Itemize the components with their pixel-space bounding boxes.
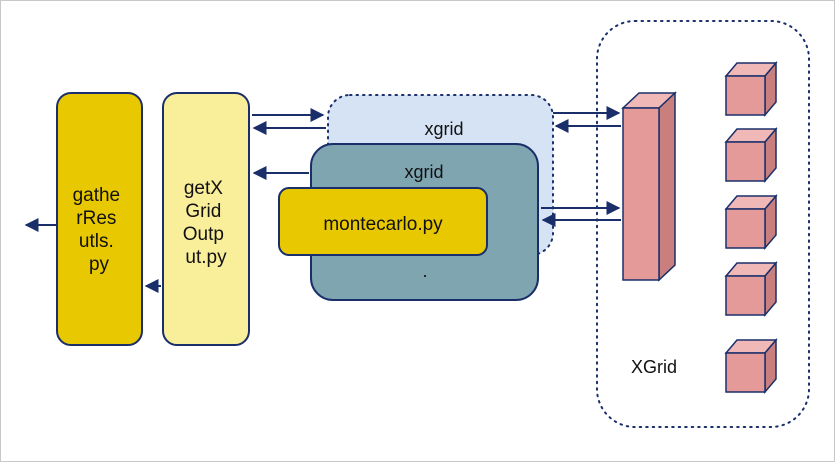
worker-node-4 — [724, 260, 778, 318]
gather-results-box[interactable] — [56, 92, 143, 346]
montecarlo-box[interactable] — [278, 187, 488, 256]
gather-results-label: gathe rRes utls. py — [73, 185, 126, 275]
getxgrid-output-box[interactable] — [162, 92, 250, 346]
xgrid-outer-label: xgrid — [424, 119, 463, 139]
montecarlo-label: montecarlo.py — [323, 214, 443, 235]
worker-node-1 — [724, 60, 778, 118]
getxgrid-output-label: getX Grid Outp ut.py — [183, 178, 229, 268]
worker-node-3 — [724, 193, 778, 251]
xgrid-inner-dot: . — [422, 261, 427, 281]
xgrid-cluster-label: XGrid — [631, 357, 677, 377]
worker-node-5 — [724, 337, 778, 395]
xgrid-inner-label: xgrid — [404, 162, 443, 182]
xgrid-controller-column — [621, 91, 677, 282]
worker-node-2 — [724, 126, 778, 184]
